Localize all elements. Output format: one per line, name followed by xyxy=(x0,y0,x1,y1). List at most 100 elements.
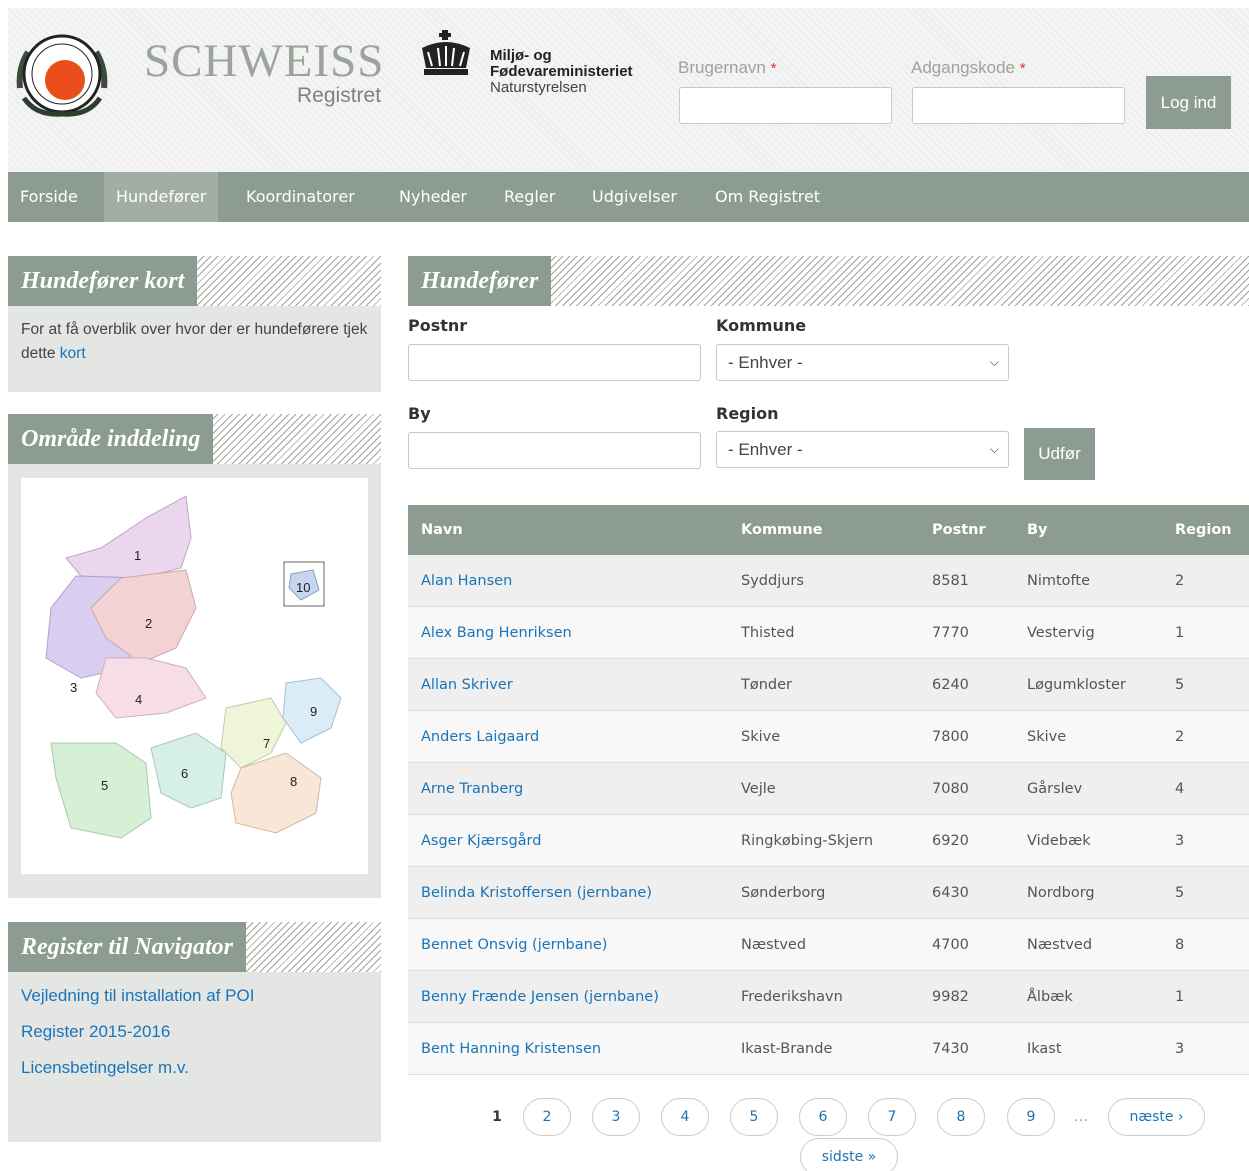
navigator-box-title: Register til Navigator xyxy=(8,922,246,972)
main-section-header: Hundefører xyxy=(408,256,1249,306)
by-input[interactable] xyxy=(408,432,701,469)
area-division-header: Område inddeling xyxy=(8,414,381,464)
cell-region: 4 xyxy=(1175,780,1185,797)
handler-name-link[interactable]: Bent Hanning Kristensen xyxy=(421,1040,602,1057)
cell-by: Løgumkloster xyxy=(1027,676,1126,693)
page-link[interactable]: 9 xyxy=(1007,1098,1055,1136)
page-title: Hundefører xyxy=(408,256,552,306)
handler-name-link[interactable]: Allan Skriver xyxy=(421,676,513,693)
submit-filter-button[interactable]: Udfør xyxy=(1024,428,1095,480)
region-5-label: 5 xyxy=(101,778,108,793)
table-row: Bent Hanning Kristensen Ikast-Brande 7430 I… xyxy=(408,1023,1249,1075)
column-header-region[interactable]: Region xyxy=(1175,522,1232,538)
cell-kommune: Tønder xyxy=(741,676,793,693)
cell-region: 5 xyxy=(1175,884,1185,901)
site-header: SCHWEISS Registret Miljø- og Fødevaremin… xyxy=(8,8,1249,172)
column-header-navn[interactable]: Navn xyxy=(421,522,463,538)
ministry-name-line1: Miljø- og xyxy=(490,47,552,64)
pagination: 1 2 3 4 5 6 7 8 9 … næste › sidste » xyxy=(408,1098,1249,1171)
postnr-input[interactable] xyxy=(408,344,701,381)
region-7-label: 7 xyxy=(263,736,270,751)
cell-postnr: 6240 xyxy=(932,676,969,693)
page-link[interactable]: 7 xyxy=(868,1098,916,1136)
cell-region: 1 xyxy=(1175,624,1185,641)
handler-name-link[interactable]: Benny Frænde Jensen (jernbane) xyxy=(421,988,659,1005)
license-terms-link[interactable]: Licensbetingelser m.v. xyxy=(21,1058,189,1077)
handler-name-link[interactable]: Arne Tranberg xyxy=(421,780,524,797)
handler-name-link[interactable]: Alan Hansen xyxy=(421,572,513,589)
handler-name-link[interactable]: Belinda Kristoffersen (jernbane) xyxy=(421,884,652,901)
dog-handlers-table: Navn Kommune Postnr By Region Alan Hanse… xyxy=(408,505,1249,1075)
map-link-box: Hundefører kort For at få overblik over … xyxy=(8,256,381,392)
page-link[interactable]: 6 xyxy=(799,1098,847,1136)
handler-name-link[interactable]: Bennet Onsvig (jernbane) xyxy=(421,936,608,953)
register-2015-2016-link[interactable]: Register 2015-2016 xyxy=(21,1022,171,1041)
region-10-label: 10 xyxy=(296,580,310,595)
region-1-label: 1 xyxy=(134,548,141,563)
cell-postnr: 6430 xyxy=(932,884,969,901)
page-link[interactable]: 5 xyxy=(730,1098,778,1136)
cell-by: Videbæk xyxy=(1027,832,1091,849)
column-header-by[interactable]: By xyxy=(1027,522,1048,538)
nav-item-udgivelser[interactable]: Udgivelser xyxy=(592,187,677,206)
poi-installation-guide-link[interactable]: Vejledning til installation af POI xyxy=(21,986,255,1005)
cell-by: Nordborg xyxy=(1027,884,1095,901)
cell-kommune: Frederikshavn xyxy=(741,988,843,1005)
region-6-label: 6 xyxy=(181,766,188,781)
ministry-logo-text: Miljø- og Fødevareministeriet Naturstyre… xyxy=(490,48,633,96)
cell-by: Ikast xyxy=(1027,1040,1062,1057)
nav-item-nyheder[interactable]: Nyheder xyxy=(399,187,467,206)
login-button[interactable]: Log ind xyxy=(1146,76,1231,129)
cell-postnr: 6920 xyxy=(932,832,969,849)
cell-postnr: 7430 xyxy=(932,1040,969,1057)
cell-by: Vestervig xyxy=(1027,624,1095,641)
page-link[interactable]: 8 xyxy=(937,1098,985,1136)
cell-postnr: 7080 xyxy=(932,780,969,797)
region-select-value: - Enhver - xyxy=(728,440,803,459)
region-4-label: 4 xyxy=(135,692,142,707)
cell-by: Nimtofte xyxy=(1027,572,1091,589)
region-9-label: 9 xyxy=(310,704,317,719)
handler-name-link[interactable]: Anders Laigaard xyxy=(421,728,540,745)
handler-name-link[interactable]: Alex Bang Henriksen xyxy=(421,624,572,641)
cell-postnr: 8581 xyxy=(932,572,969,589)
column-header-postnr[interactable]: Postnr xyxy=(932,522,986,538)
next-page-link[interactable]: næste › xyxy=(1108,1098,1205,1136)
handler-name-link[interactable]: Asger Kjærsgård xyxy=(421,832,542,849)
table-row: Benny Frænde Jensen (jernbane) Frederiksh… xyxy=(408,971,1249,1023)
nav-item-koordinatorer[interactable]: Koordinatorer xyxy=(246,187,355,206)
cell-postnr: 7800 xyxy=(932,728,969,745)
column-header-kommune[interactable]: Kommune xyxy=(741,522,823,538)
username-input[interactable] xyxy=(679,87,892,124)
nav-item-forside[interactable]: Forside xyxy=(20,187,78,206)
region-label: Region xyxy=(716,404,779,423)
cell-kommune: Thisted xyxy=(741,624,795,641)
map-link[interactable]: kort xyxy=(59,345,86,362)
kommune-select-value: - Enhver - xyxy=(728,353,803,372)
page-link[interactable]: 2 xyxy=(523,1098,571,1136)
last-page-link[interactable]: sidste » xyxy=(800,1138,898,1171)
by-label: By xyxy=(408,404,431,423)
brand-subtitle: Registret xyxy=(297,84,382,107)
password-input[interactable] xyxy=(912,87,1125,124)
nav-item-regler[interactable]: Regler xyxy=(504,187,556,206)
cell-region: 1 xyxy=(1175,988,1185,1005)
cell-region: 8 xyxy=(1175,936,1185,953)
page-link[interactable]: 3 xyxy=(592,1098,640,1136)
cell-by: Gårslev xyxy=(1027,780,1083,797)
nav-item-hundefoerer[interactable]: Hundefører xyxy=(104,172,219,222)
nav-item-om-registret[interactable]: Om Registret xyxy=(715,187,821,206)
cell-kommune: Ikast-Brande xyxy=(741,1040,833,1057)
kommune-select[interactable]: - Enhver - ⌵ xyxy=(716,344,1009,381)
table-header: Navn Kommune Postnr By Region xyxy=(408,505,1249,555)
page-current: 1 xyxy=(492,1109,502,1125)
page-link[interactable]: 4 xyxy=(661,1098,709,1136)
postnr-label: Postnr xyxy=(408,316,468,335)
required-mark: * xyxy=(770,60,777,77)
main-navigation: Forside Hundefører Koordinatorer Nyheder… xyxy=(8,172,1249,222)
cell-by: Ålbæk xyxy=(1027,988,1073,1005)
region-select[interactable]: - Enhver - ⌵ xyxy=(716,431,1009,468)
